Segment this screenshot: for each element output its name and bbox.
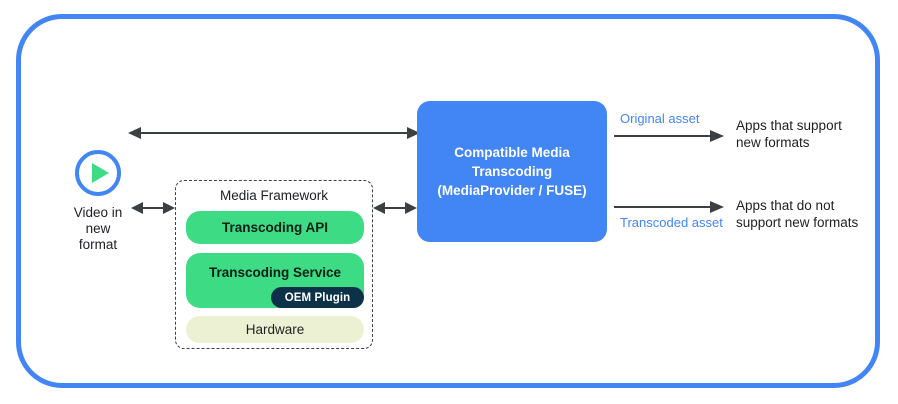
compatible-media-transcoding-box[interactable]: Compatible Media Transcoding (MediaProvi… — [417, 101, 607, 242]
label-original-asset: Original asset — [620, 111, 700, 126]
badge-oem-plugin[interactable]: OEM Plugin — [271, 287, 364, 308]
layer-hardware[interactable]: Hardware — [186, 316, 364, 343]
layer-hardware-label: Hardware — [245, 322, 305, 337]
arrow-cmt-to-apps-support — [614, 130, 724, 142]
label-apps-that-do-not-support-new-formats: Apps that do not support new formats — [736, 198, 859, 230]
arrow-video-to-framework — [131, 202, 175, 214]
play-circle-icon — [75, 150, 121, 196]
media-framework-box: Media Framework Transcoding API Transcod… — [175, 180, 373, 349]
play-triangle-icon — [91, 163, 109, 183]
label-transcoded-asset: Transcoded asset — [620, 215, 723, 230]
compatible-media-transcoding-label: Compatible Media Transcoding (MediaProvi… — [437, 145, 587, 198]
arrow-cmt-to-apps-no-support — [614, 201, 724, 213]
layer-transcoding-api-label: Transcoding API — [221, 220, 329, 235]
video-source-label: Video in new format — [73, 205, 123, 252]
video-source-group: Video in new format — [48, 150, 148, 253]
badge-oem-plugin-label: OEM Plugin — [284, 291, 351, 304]
layer-transcoding-api[interactable]: Transcoding API — [186, 211, 364, 244]
media-framework-title: Media Framework — [219, 188, 329, 203]
label-apps-that-support-new-formats: Apps that support new formats — [736, 118, 842, 150]
layer-transcoding-service-label: Transcoding Service — [208, 265, 342, 280]
arrow-video-to-cmt-top — [128, 127, 420, 139]
arrow-framework-to-cmt — [373, 202, 417, 214]
